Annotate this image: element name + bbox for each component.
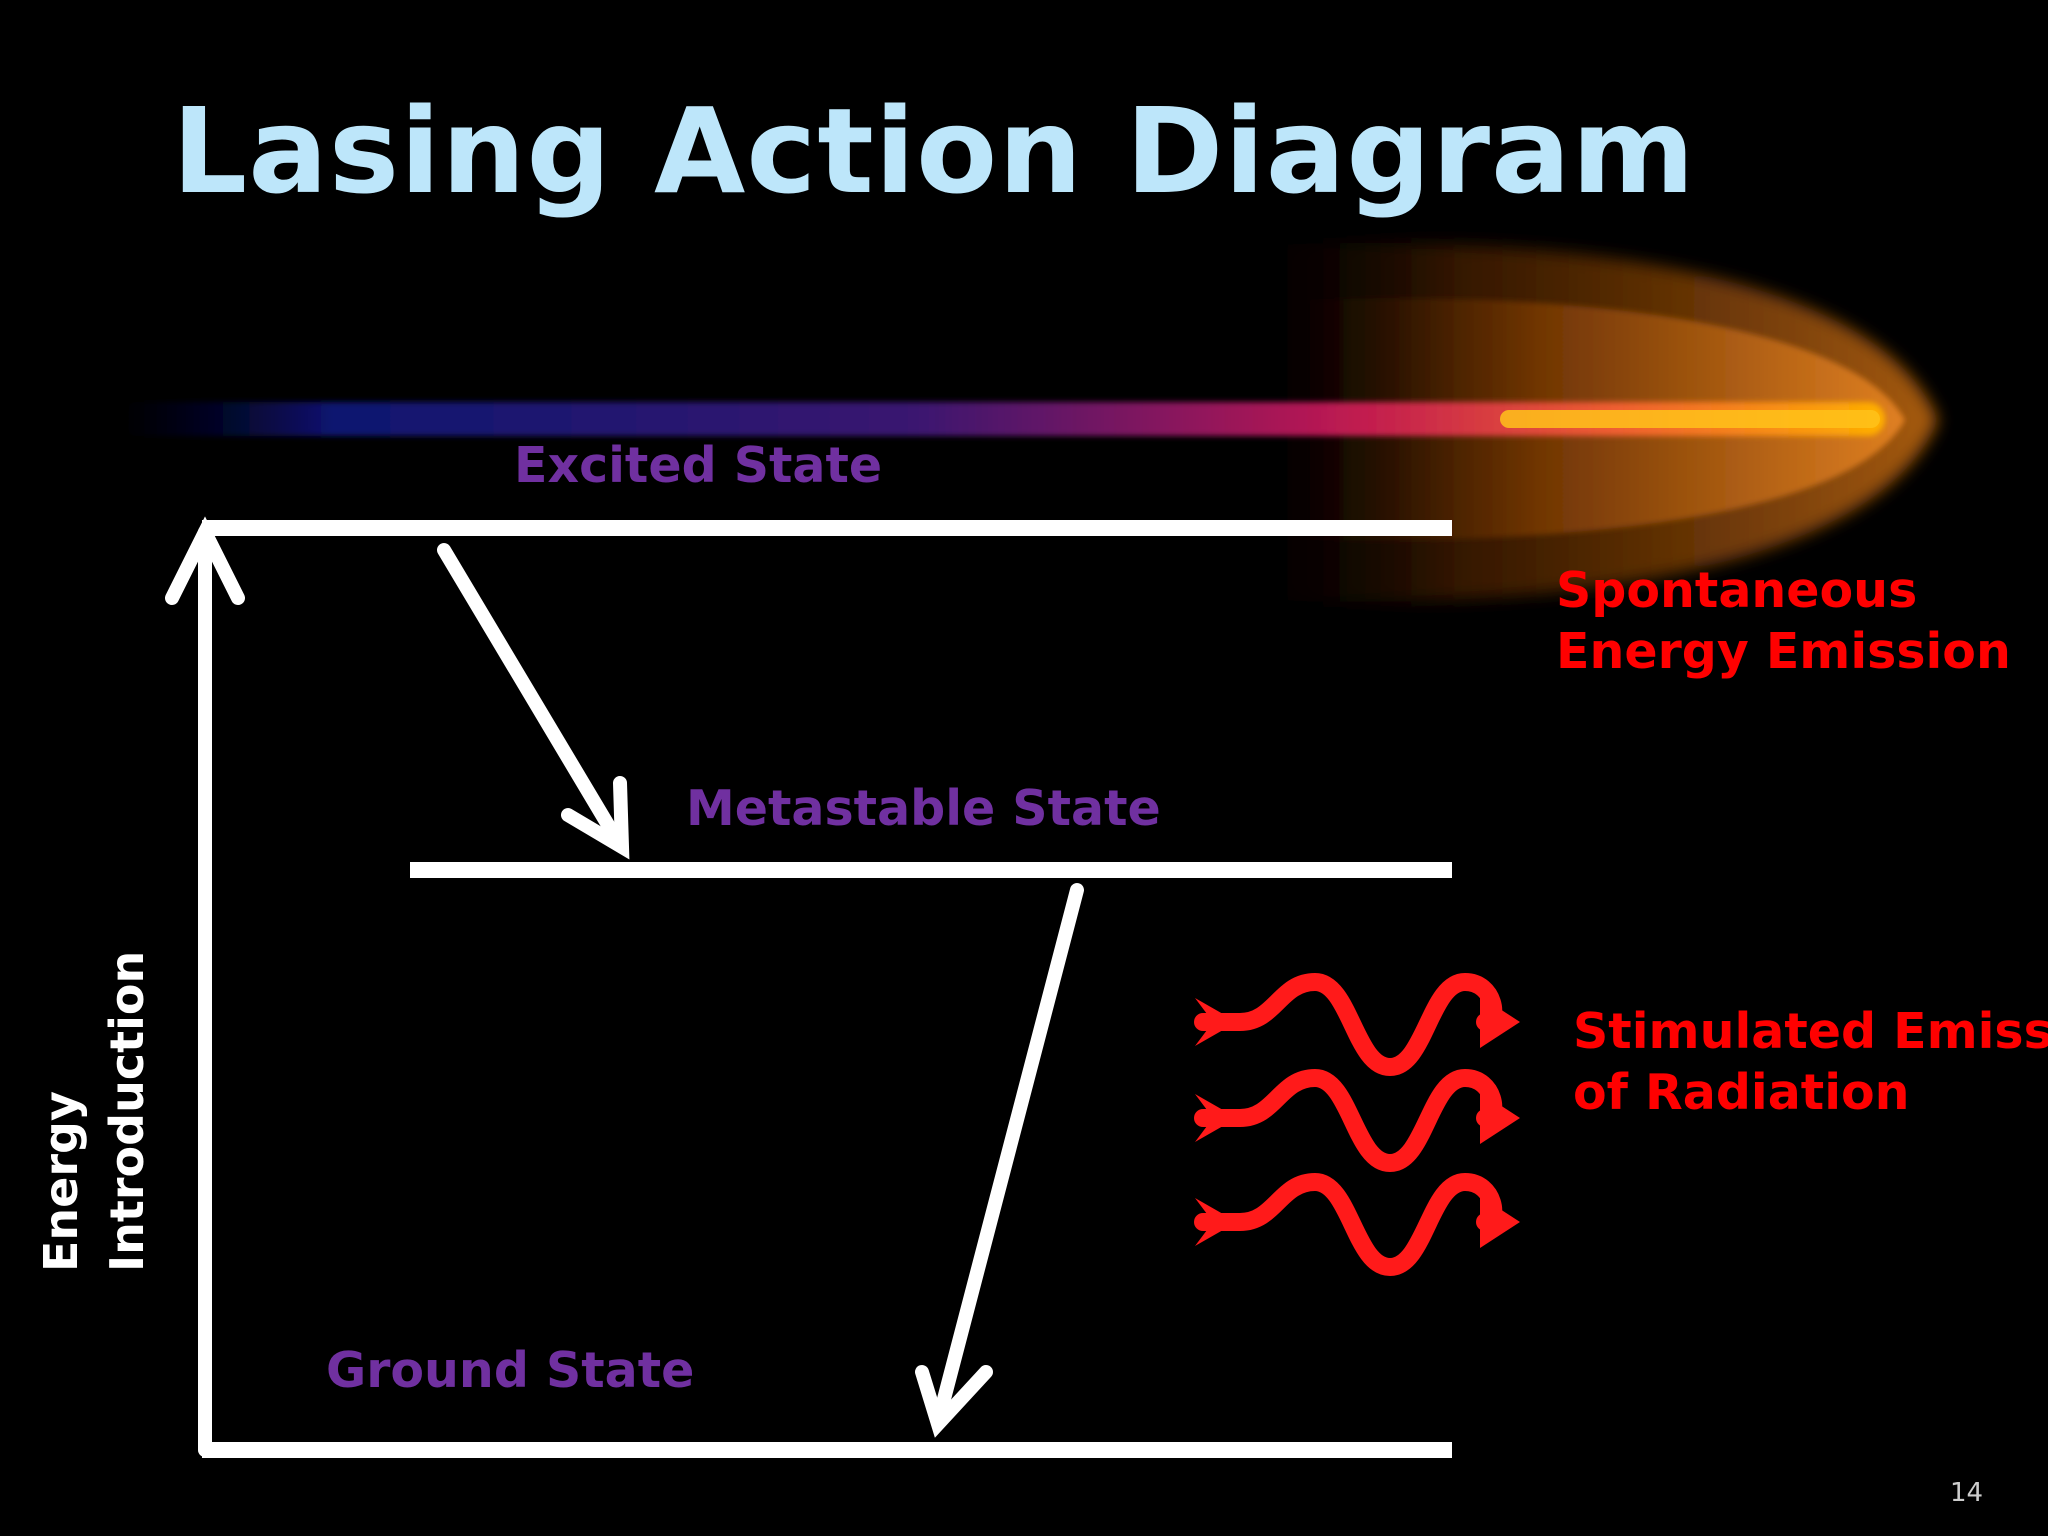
wave-arrow-2 <box>1194 1068 1520 1173</box>
wave-arrow-1 <box>1194 972 1520 1077</box>
energy-introduction-line-2: Introduction <box>100 950 154 1272</box>
laser-beam <box>120 242 1938 602</box>
emission-arrow-metastable-to-ground <box>915 883 1084 1438</box>
stimulated-label-line-1: Stimulated Emission <box>1573 1003 2048 1060</box>
page-number: 14 <box>1950 1478 1984 1508</box>
energy-introduction-line-1: Energy <box>34 1091 88 1272</box>
beam-core <box>120 402 1885 436</box>
energy-introduction-label: Energy Introduction <box>28 951 160 1272</box>
spontaneous-label-line-2: Energy Emission <box>1556 623 2011 680</box>
spontaneous-emission-label: Spontaneous Energy Emission <box>1556 560 2011 682</box>
spontaneous-label-line-1: Spontaneous <box>1556 562 1918 619</box>
stimulated-emission-waves <box>1194 972 1520 1277</box>
beam-core-bright <box>1500 410 1880 428</box>
excited-state-label: Excited State <box>514 437 883 494</box>
stimulated-emission-label: Stimulated Emission of Radiation <box>1573 1001 2048 1123</box>
energy-introduction-arrow <box>165 516 245 1457</box>
ground-state-label: Ground State <box>326 1342 695 1399</box>
stimulated-label-line-2: of Radiation <box>1573 1064 1910 1121</box>
metastable-state-label: Metastable State <box>686 780 1161 837</box>
slide-title: Lasing Action Diagram <box>172 82 1696 220</box>
wave-arrow-3 <box>1194 1172 1520 1277</box>
decay-arrow-excited-to-metastable <box>437 543 630 860</box>
